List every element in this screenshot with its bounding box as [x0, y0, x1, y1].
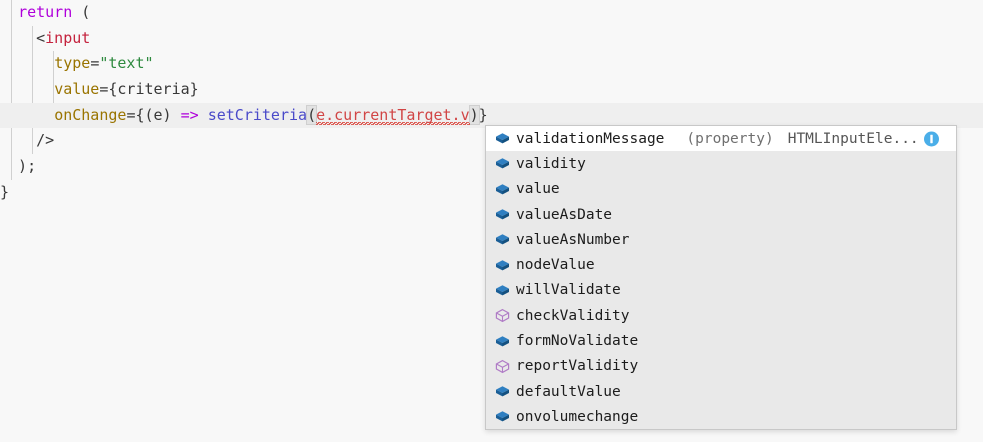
property-cube-icon — [494, 231, 511, 248]
info-icon[interactable] — [923, 130, 940, 147]
indent-guide-1 — [11, 0, 12, 180]
line-close-paren[interactable]: ); — [0, 154, 983, 180]
code-token-tagpunct: < — [36, 28, 46, 47]
autocomplete-item-label: valueAsNumber — [516, 231, 630, 248]
autocomplete-popup[interactable]: validationMessage (property) HTMLInputEle.… — [485, 125, 957, 430]
code-token-tag: input — [45, 28, 91, 47]
code-token-plain — [199, 106, 208, 124]
method-cube-icon — [494, 358, 511, 375]
autocomplete-item-label: nodeValue — [516, 257, 595, 274]
code-token-plain — [0, 131, 36, 149]
code-token-tagpunct: /> — [36, 131, 55, 150]
error-underlined-expression: e.currentTarget.v — [316, 105, 470, 125]
line-input-open[interactable]: <input — [0, 26, 983, 52]
autocomplete-item-label: formNoValidate — [516, 333, 639, 350]
autocomplete-item[interactable]: willValidate — [486, 278, 956, 303]
indent-guide-3 — [53, 51, 54, 128]
property-cube-icon — [494, 257, 511, 274]
code-token-plain: {criteria} — [108, 80, 199, 99]
code-token-plain: ); — [0, 157, 37, 176]
autocomplete-item-label: validity — [516, 155, 586, 172]
code-token-plain — [0, 106, 54, 124]
property-cube-icon — [494, 282, 511, 299]
code-token-arrow: => — [180, 105, 199, 124]
code-token-plain: ={(e) — [126, 105, 181, 124]
code-token-plain: } — [478, 105, 488, 124]
code-token-plain: = — [99, 80, 109, 99]
code-token-plain — [0, 80, 54, 98]
code-lines-container[interactable]: return ( <input type="text" value={crite… — [0, 0, 983, 206]
property-cube-icon — [494, 181, 511, 198]
line-type[interactable]: type="text" — [0, 51, 983, 77]
code-token-plain: = — [90, 54, 100, 73]
code-token-attr: onChange — [54, 105, 127, 124]
autocomplete-item-label: valueAsDate — [516, 206, 613, 223]
code-token-plain — [0, 3, 18, 21]
autocomplete-item[interactable]: reportValidity — [486, 354, 956, 379]
line-return[interactable]: return ( — [0, 0, 983, 26]
autocomplete-item-label: defaultValue — [516, 383, 621, 400]
method-cube-icon — [494, 307, 511, 324]
indent-guide-2 — [32, 26, 33, 154]
autocomplete-item[interactable]: value — [486, 177, 956, 202]
property-cube-icon — [494, 130, 511, 147]
autocomplete-item[interactable]: checkValidity — [486, 303, 956, 328]
autocomplete-item[interactable]: valueAsDate — [486, 202, 956, 227]
code-token-keyword: return — [18, 3, 73, 21]
autocomplete-item[interactable]: defaultValue — [486, 379, 956, 404]
line-value[interactable]: value={criteria} — [0, 77, 983, 103]
autocomplete-item-label: reportValidity — [516, 358, 639, 375]
property-cube-icon — [494, 408, 511, 425]
code-token-plain — [0, 29, 36, 47]
autocomplete-item-label: onvolumechange — [516, 408, 639, 425]
autocomplete-item[interactable]: nodeValue — [486, 252, 956, 277]
code-token-plain: } — [0, 182, 10, 201]
code-token-string: "text" — [99, 54, 154, 73]
line-close-brace[interactable]: } — [0, 180, 983, 206]
autocomplete-item-type: HTMLInputEle... — [787, 130, 919, 147]
property-cube-icon — [494, 155, 511, 172]
autocomplete-item[interactable]: onvolumechange — [486, 404, 956, 429]
code-token-func: setCriteria — [207, 105, 308, 124]
property-cube-icon — [494, 333, 511, 350]
property-cube-icon — [494, 383, 511, 400]
code-token-plain — [0, 54, 54, 72]
code-token-attr: value — [54, 80, 100, 99]
autocomplete-item-label: value — [516, 181, 560, 198]
property-cube-icon — [494, 206, 511, 223]
code-token-attr: type — [54, 54, 91, 73]
autocomplete-item[interactable]: valueAsNumber — [486, 227, 956, 252]
autocomplete-item-label: willValidate — [516, 282, 621, 299]
code-token-plain: ( — [72, 3, 91, 21]
matching-bracket-close: ) — [468, 104, 480, 125]
line-selfclose[interactable]: /> — [0, 128, 983, 154]
autocomplete-item[interactable]: validationMessage (property) HTMLInputEle.… — [486, 126, 956, 152]
autocomplete-item-detail: (property) — [686, 130, 774, 147]
autocomplete-item-label: checkValidity — [516, 307, 630, 324]
matching-bracket-open: ( — [306, 104, 318, 125]
autocomplete-item[interactable]: validity — [486, 151, 956, 176]
line-onchange[interactable]: onChange={(e) => setCriteria(e.currentTa… — [0, 102, 983, 129]
autocomplete-item[interactable]: formNoValidate — [486, 328, 956, 353]
autocomplete-item-label: validationMessage — [516, 130, 665, 147]
